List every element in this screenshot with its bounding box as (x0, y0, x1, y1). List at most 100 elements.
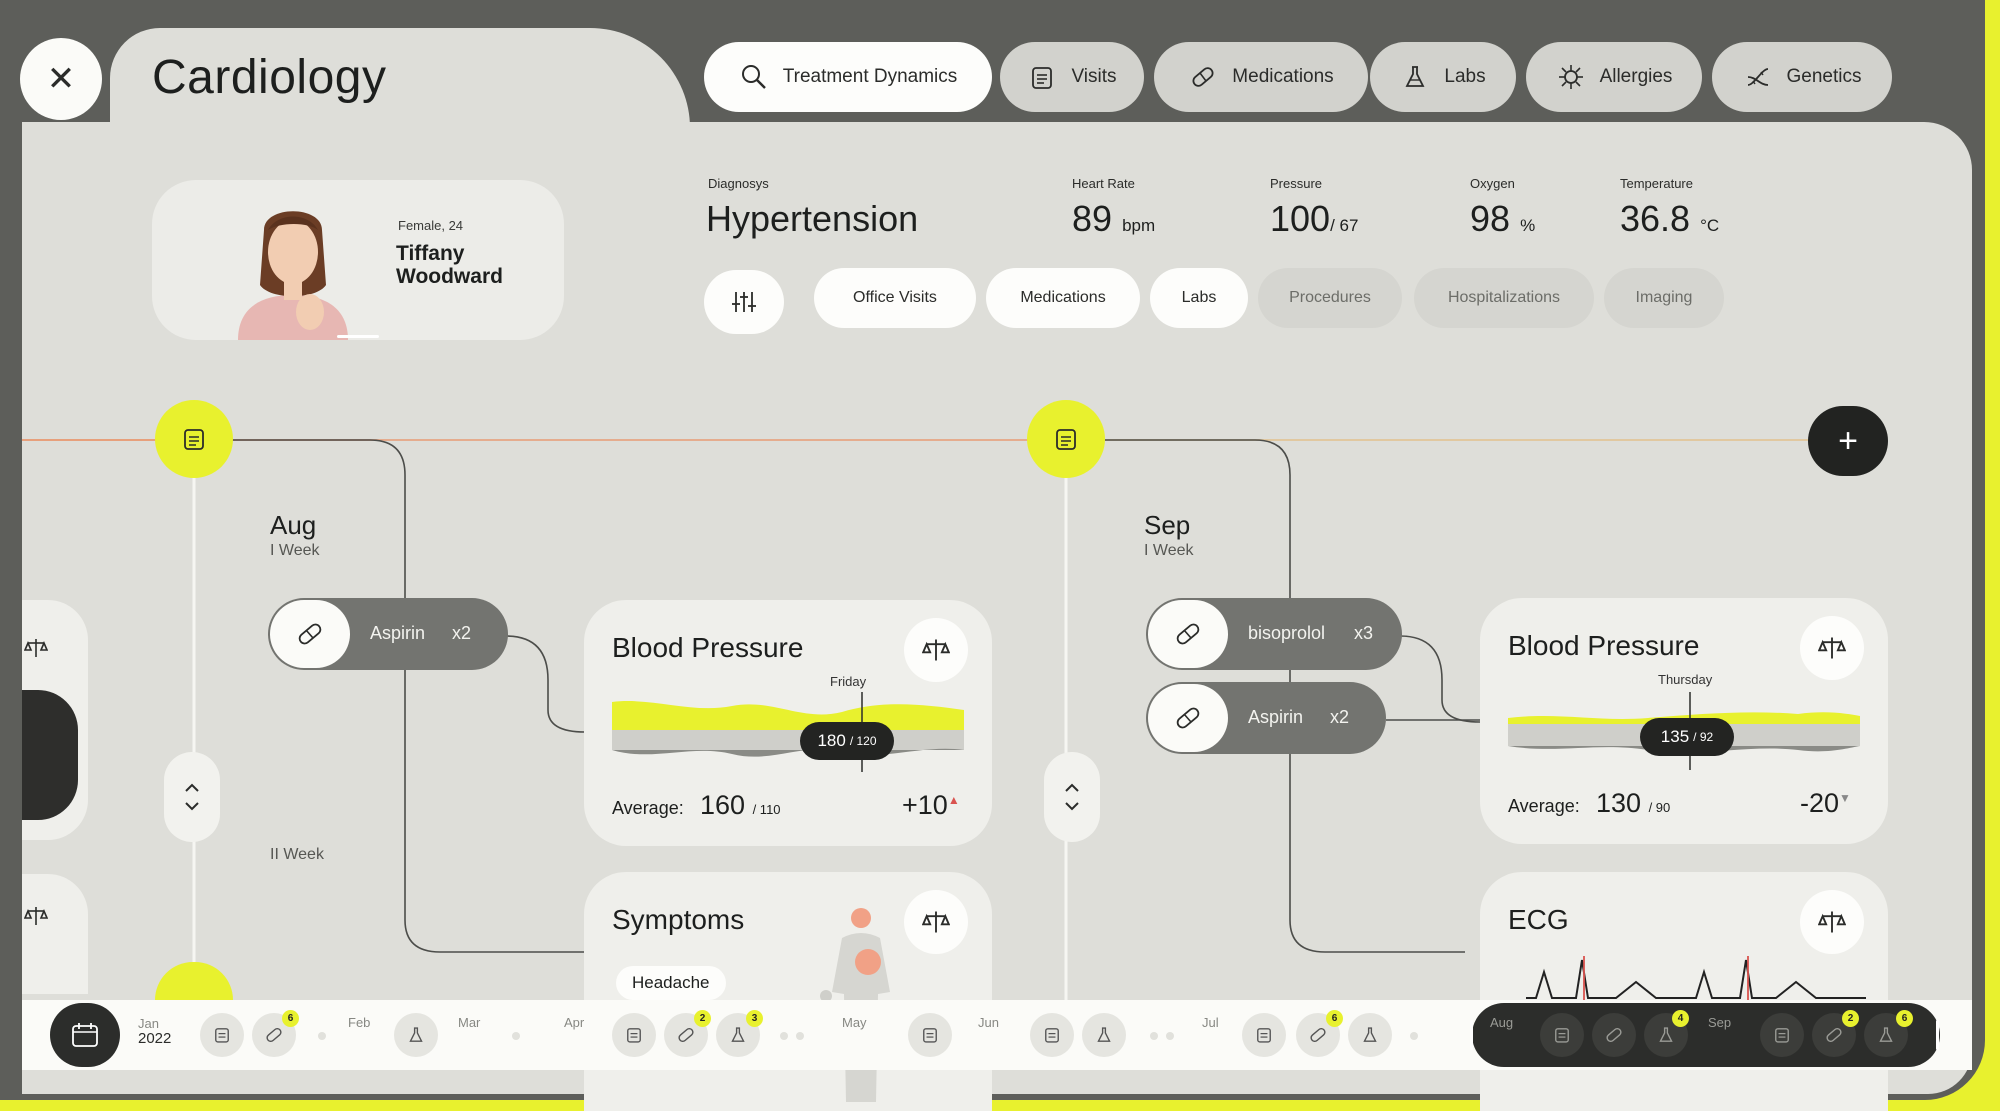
tab-visits[interactable]: Visits (1000, 42, 1144, 112)
oxygen-value: 98 % (1470, 198, 1535, 240)
timeline-dot (1410, 1032, 1418, 1040)
med-bisoprolol-sep[interactable]: bisoprolol x3 (1146, 598, 1402, 670)
temperature-label: Temperature (1620, 176, 1693, 191)
tab-medications[interactable]: Medications (1154, 42, 1368, 112)
timeline-month[interactable]: Apr (564, 1015, 585, 1030)
filter-procedures[interactable]: Procedures (1258, 268, 1402, 328)
filter-office-visits[interactable]: Office Visits (814, 268, 976, 328)
temperature-value: 36.8 °C (1620, 198, 1719, 240)
week-stepper-aug[interactable] (164, 752, 220, 842)
previous-card-partial (22, 600, 88, 840)
compare-button[interactable] (1800, 890, 1864, 954)
blood-pressure-card-sep[interactable]: Blood Pressure Thursday 135/ 92 Average:… (1480, 598, 1888, 844)
pill-icon (1308, 1025, 1328, 1045)
year-month: Jan (138, 1016, 159, 1031)
ecg-waveform (1526, 956, 1866, 1000)
blood-pressure-card-aug[interactable]: Blood Pressure Friday 180/ 120 Average: … (584, 600, 992, 846)
count-badge: 3 (746, 1010, 763, 1027)
timeline-visit-icon[interactable] (1242, 1013, 1286, 1057)
diagnosis-value: Hypertension (706, 198, 919, 239)
timeline-lab-icon[interactable] (1348, 1013, 1392, 1057)
timeline-visit-icon[interactable] (1760, 1013, 1804, 1057)
plus-icon: + (1838, 421, 1858, 460)
med-qty: x2 (1330, 707, 1350, 727)
filter-medications[interactable]: Medications (986, 268, 1140, 328)
calendar-note-icon (1053, 426, 1079, 452)
range-handle-left[interactable] (1470, 1020, 1473, 1050)
clipboard-icon (1043, 1026, 1061, 1044)
count-badge: 4 (1672, 1010, 1689, 1027)
chevron-up-icon[interactable] (183, 782, 201, 794)
timeline-dot (780, 1032, 788, 1040)
timeline-node-aug[interactable] (155, 400, 233, 478)
bp-reading-badge: 135/ 92 (1640, 718, 1734, 756)
delta-value: +10▲ (902, 790, 960, 821)
timeline-month[interactable]: May (842, 1015, 867, 1030)
timeline-lab-icon[interactable] (394, 1013, 438, 1057)
compare-button[interactable] (904, 618, 968, 682)
tab-allergies[interactable]: Allergies (1526, 42, 1702, 112)
average-number: 130 (1596, 788, 1642, 818)
calendar-toggle-button[interactable] (50, 1003, 120, 1067)
timeline-month[interactable]: Feb (348, 1015, 371, 1030)
filter-imaging[interactable]: Imaging (1604, 268, 1724, 328)
month-aug: Aug (270, 510, 317, 540)
chevron-up-icon[interactable] (1063, 782, 1081, 794)
pressure-value: 100/ 67 (1270, 198, 1358, 240)
day-label: Thursday (1658, 672, 1713, 687)
dna-icon (1743, 62, 1773, 92)
timeline-lab-icon[interactable] (1082, 1013, 1126, 1057)
timeline-month[interactable]: Mar (458, 1015, 481, 1030)
pill-icon (270, 600, 350, 668)
timeline-visit-icon[interactable] (1540, 1013, 1584, 1057)
tab-treatment-dynamics[interactable]: Treatment Dynamics (704, 42, 992, 112)
tab-genetics[interactable]: Genetics (1712, 42, 1892, 112)
med-aspirin-aug[interactable]: Aspirin x2 (268, 598, 508, 670)
count-badge: 6 (1896, 1010, 1913, 1027)
tab-labs[interactable]: Labs (1370, 42, 1516, 112)
compare-button[interactable] (904, 890, 968, 954)
filter-labs[interactable]: Labs (1150, 268, 1248, 328)
ecg-card[interactable]: ECG (1480, 872, 1888, 1111)
card-title: Blood Pressure (1508, 630, 1700, 661)
compare-button[interactable] (1800, 616, 1864, 680)
filter-settings-button[interactable] (704, 270, 784, 334)
trend-down-icon: ▼ (1839, 791, 1851, 805)
timeline-month[interactable]: Aug (1490, 1015, 1514, 1030)
close-button[interactable]: ✕ (20, 38, 102, 120)
pill-icon (1148, 600, 1228, 668)
timeline-visit-icon[interactable] (908, 1013, 952, 1057)
chevron-down-icon[interactable] (1063, 800, 1081, 812)
tab-label: Visits (1071, 66, 1117, 87)
range-handle-right[interactable] (1936, 1020, 1939, 1050)
patient-card[interactable]: Female, 24 Tiffany Woodward (152, 180, 564, 340)
timeline-visit-icon[interactable] (612, 1013, 656, 1057)
clipboard-icon (1773, 1026, 1791, 1044)
add-event-button[interactable]: + (1808, 406, 1888, 476)
scale-icon (24, 904, 48, 928)
temperature-number: 36.8 (1620, 198, 1691, 239)
timeline-med-icon[interactable] (1592, 1013, 1636, 1057)
symptom-tag[interactable]: Headache (616, 966, 726, 1000)
average-label: Average: (612, 798, 684, 818)
symptoms-card[interactable]: Symptoms Headache (584, 872, 992, 1111)
timeline-node-sep[interactable] (1027, 400, 1105, 478)
flask-icon (1657, 1026, 1675, 1044)
med-aspirin-sep[interactable]: Aspirin x2 (1146, 682, 1386, 754)
flask-icon (407, 1026, 425, 1044)
timeline-visit-icon[interactable] (1030, 1013, 1074, 1057)
scale-icon (922, 636, 950, 664)
chevron-down-icon[interactable] (183, 800, 201, 812)
week-label-sep: I Week (1144, 542, 1194, 559)
filter-hospitalizations[interactable]: Hospitalizations (1414, 268, 1594, 328)
trend-up-icon: ▲ (947, 793, 960, 807)
timeline-month[interactable]: Sep (1708, 1015, 1732, 1030)
clipboard-icon (921, 1026, 939, 1044)
pill-icon (1188, 62, 1218, 92)
timeline-month[interactable]: Jun (978, 1015, 999, 1030)
timeline-visit-icon[interactable] (200, 1013, 244, 1057)
timeline-month[interactable]: Jul (1202, 1015, 1219, 1030)
search-icon (739, 62, 769, 92)
week-stepper-sep[interactable] (1044, 752, 1100, 842)
heart-rate-label: Heart Rate (1072, 176, 1135, 191)
